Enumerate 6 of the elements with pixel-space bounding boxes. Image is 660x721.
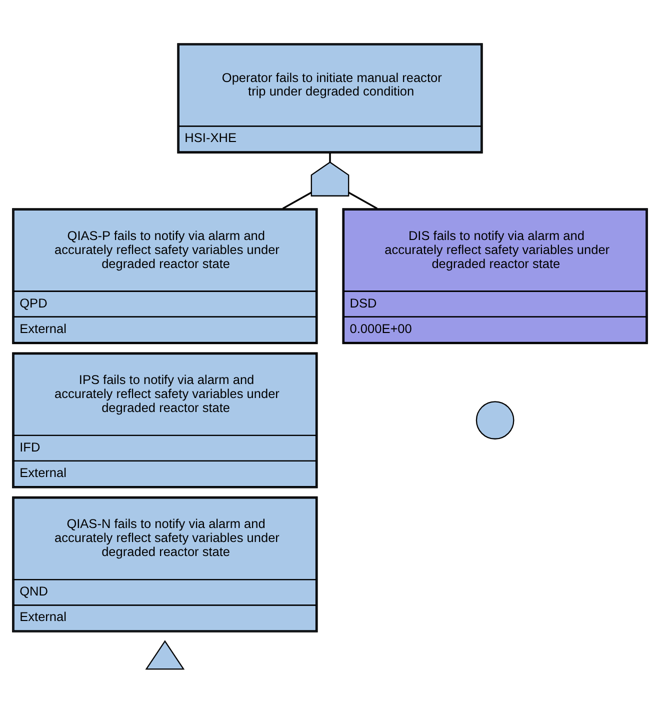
connector bbox=[348, 191, 378, 209]
node-circle bbox=[476, 400, 514, 439]
node-triangle bbox=[145, 640, 185, 670]
node-gate bbox=[310, 161, 350, 196]
connector bbox=[329, 152, 331, 162]
connector bbox=[282, 191, 312, 209]
